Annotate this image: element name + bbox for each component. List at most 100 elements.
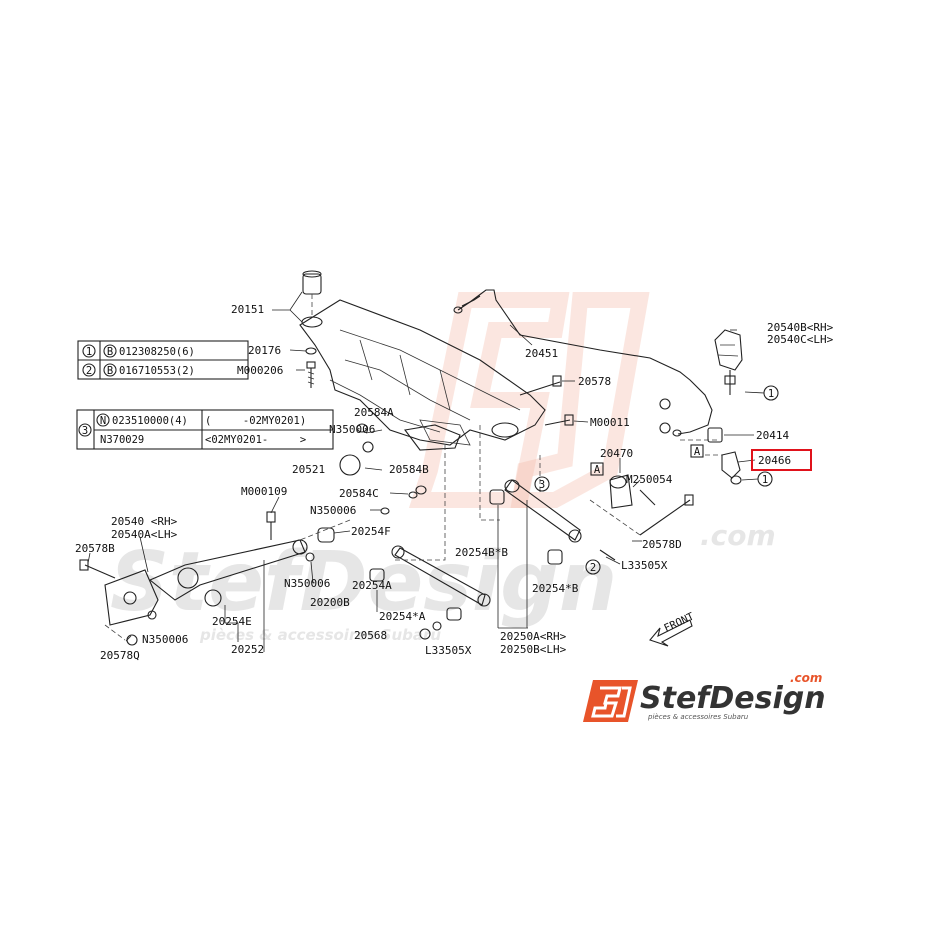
bushing-20254bxb <box>489 489 505 505</box>
table1-row1-code: B <box>107 346 113 358</box>
label-20584b: 20584B <box>389 463 429 476</box>
watermark-brand: StefDesign <box>110 535 617 630</box>
label-20578: 20578 <box>578 375 611 388</box>
table1-row2-code: B <box>107 365 113 377</box>
label-20254a: 20254A <box>352 579 392 592</box>
assembly-guides <box>104 425 722 641</box>
table1-row1-num: 1 <box>86 346 92 358</box>
table2-row1-range: ( -02MY0201) <box>205 415 306 427</box>
table1-row1-part: 012308250(6) <box>119 346 195 358</box>
label-m000206: M000206 <box>237 364 283 377</box>
logo-domain: .com <box>790 671 822 685</box>
fastener-table-1: 1 B 012308250(6) 2 B 016710553(2) <box>77 340 249 380</box>
table2-row1-code: N <box>100 415 106 427</box>
bolt-m000206 <box>306 361 316 388</box>
nut-n350006-bracket <box>147 610 157 620</box>
logo-brand: StefDesign <box>640 681 826 716</box>
table1-row2-num: 2 <box>86 365 92 377</box>
ref-circle-3: 3 <box>539 479 545 491</box>
bracket-20584a <box>404 424 461 451</box>
nuts-cluster <box>356 423 427 515</box>
label-20578q: 20578Q <box>100 649 140 662</box>
lateral-link-20200b <box>391 545 491 607</box>
label-m00011: M00011 <box>590 416 630 429</box>
rear-subframe <box>299 299 546 446</box>
watermark: StefDesign .com pièces & accessoires Sub… <box>110 292 776 644</box>
bolt-20578q <box>126 634 138 646</box>
bushing-20254f <box>317 527 335 543</box>
label-m250054: M250054 <box>626 473 673 486</box>
label-n350006-bracket: N350006 <box>142 633 188 646</box>
label-20540c-lh: 20540C<LH> <box>767 333 834 346</box>
ref-circle-2: 2 <box>590 562 596 574</box>
bushing-20254xa <box>446 607 462 621</box>
label-20254f: 20254F <box>351 525 391 538</box>
label-20451: 20451 <box>525 347 558 360</box>
label-20584c: 20584C <box>339 487 379 500</box>
label-20254xb: 20254*B <box>532 582 579 595</box>
label-20584a: 20584A <box>354 406 394 419</box>
label-20250b-lh: 20250B<LH> <box>500 643 567 656</box>
label-n350006-mid: N350006 <box>310 504 356 517</box>
leader-lines <box>87 291 756 652</box>
label-20466: 20466 <box>758 454 791 467</box>
ref-box-a1: A <box>594 464 601 476</box>
trailing-link <box>148 539 308 607</box>
label-20254bxb: 20254B*B <box>455 546 508 559</box>
highlight-frame <box>751 449 812 471</box>
bolt-l33505x-a <box>432 621 442 631</box>
nut-20568 <box>419 628 431 640</box>
table2-row1-part: 023510000(4) <box>112 415 188 427</box>
label-20200b: 20200B <box>310 596 350 609</box>
trailing-link-bracket <box>104 569 159 626</box>
table2-row2-part: N370029 <box>100 434 144 446</box>
fastener-table-2: 3 N 023510000(4) ( -02MY0201) N370029 <0… <box>76 409 334 450</box>
body-mount-bushing <box>302 270 322 318</box>
label-n350006-top: N350006 <box>329 423 375 436</box>
label-20521: 20521 <box>292 463 325 476</box>
bushing-20254a <box>369 568 385 582</box>
label-20578d: 20578D <box>642 538 682 551</box>
label-20250a-rh: 20250A<RH> <box>500 630 567 643</box>
reference-markers: 1 1 2 3 A A <box>534 385 779 575</box>
bolt-m000109 <box>266 511 276 540</box>
lateral-link-20250 <box>504 479 582 543</box>
bolt-20578 <box>519 375 562 396</box>
label-20540-rh: 20540 <RH> <box>111 515 178 528</box>
watermark-domain: .com <box>700 519 776 552</box>
table2-num: 3 <box>82 425 88 437</box>
front-label: FRONT <box>662 610 696 635</box>
brand-logo: StefDesign .com pièces & accessoires Sub… <box>583 671 826 722</box>
label-20176: 20176 <box>248 344 281 357</box>
highlighted-part-20466: 20466 <box>751 449 812 471</box>
bolt-l33505x-b <box>599 549 616 561</box>
label-n350006-lower: N350006 <box>284 577 330 590</box>
label-m000109: M000109 <box>241 485 287 498</box>
label-l33505x-b: L33505X <box>621 559 668 572</box>
bump-stop <box>339 454 361 476</box>
bolt-20578b <box>79 559 116 579</box>
ref-circle-1b: 1 <box>762 474 768 486</box>
stabilizer-bar <box>453 289 713 437</box>
nut-n350006-mid <box>305 552 315 562</box>
bushing-20254xb <box>547 549 563 565</box>
logo-tagline: pièces & accessoires Subaru <box>647 713 749 721</box>
link-20470 <box>609 474 633 509</box>
label-20254xa: 20254*A <box>379 610 426 623</box>
front-direction: FRONT <box>649 610 697 647</box>
bolt-20578d <box>639 494 694 536</box>
label-20540b-rh: 20540B<RH> <box>767 321 834 334</box>
stabilizer-link <box>714 329 743 395</box>
ref-circle-1a: 1 <box>768 388 774 400</box>
stabilizer-bushing <box>707 427 723 443</box>
table1-row2-part: 016710553(2) <box>119 365 195 377</box>
nut-small <box>659 398 671 434</box>
bolt-m00011 <box>544 414 574 426</box>
watermark-tagline: pièces & accessoires Subaru <box>199 626 441 644</box>
table2-row2-range: <02MY0201- > <box>205 434 306 446</box>
ref-box-a2: A <box>694 446 701 458</box>
label-20578b: 20578B <box>75 542 115 555</box>
label-20470: 20470 <box>600 447 633 460</box>
label-20568: 20568 <box>354 629 387 642</box>
